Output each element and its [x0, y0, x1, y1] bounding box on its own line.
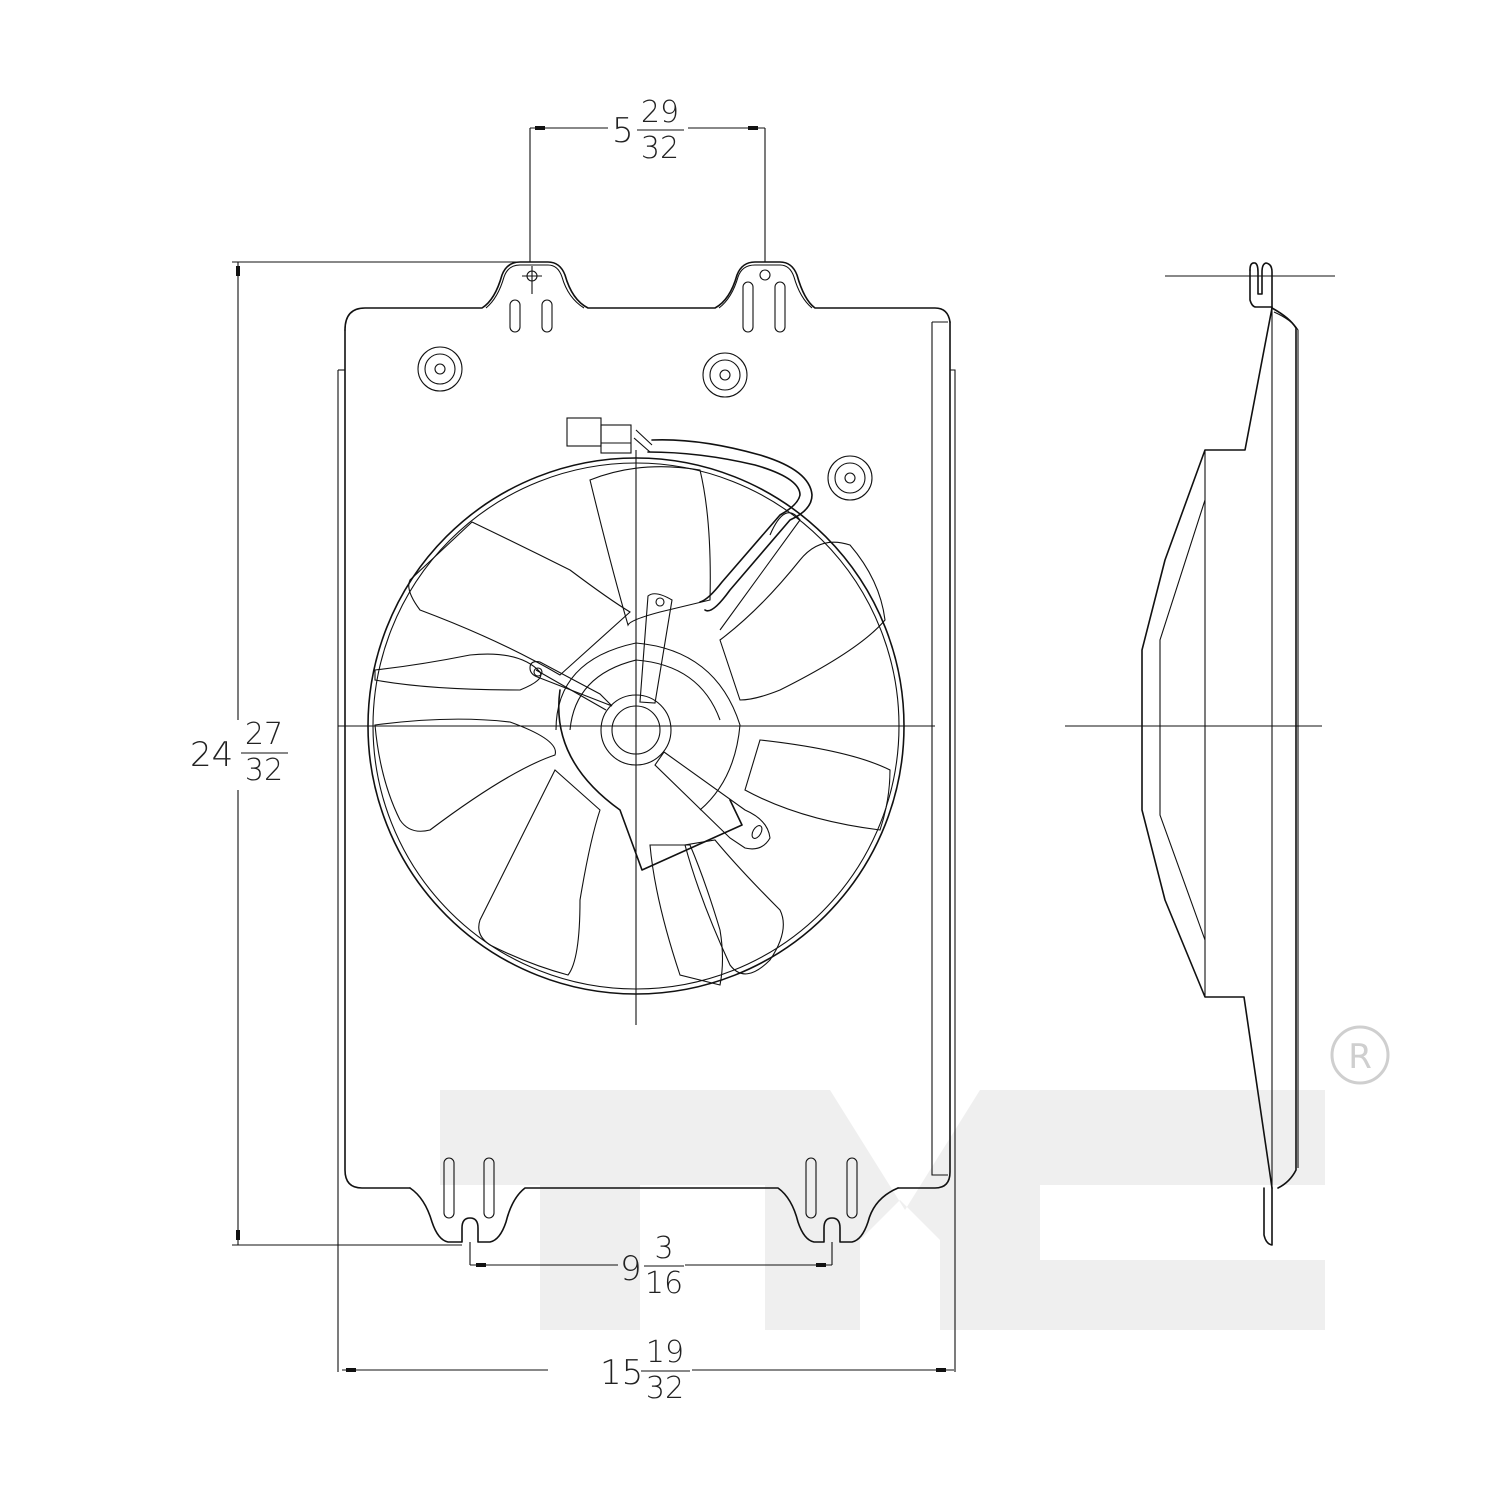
dimension-denominator: 32 — [245, 753, 283, 788]
dimension-numerator: 29 — [641, 95, 679, 130]
mounting-boss-1 — [417, 346, 463, 392]
dimension-bottom-mount-spacing: 9 3 16 — [469, 1231, 833, 1301]
shroud-front-view — [337, 261, 956, 1370]
dimension-whole: 9 — [620, 1249, 642, 1289]
dimension-numerator: 19 — [646, 1335, 684, 1370]
dimension-numerator: 27 — [245, 717, 283, 752]
dimension-overall-width: 15 19 32 — [337, 1335, 956, 1406]
front-view-centerlines — [338, 450, 935, 1025]
electrical-connector — [566, 417, 813, 612]
dimension-numerator: 3 — [654, 1231, 673, 1266]
fan-blades — [374, 466, 891, 986]
mounting-boss-2 — [702, 352, 748, 398]
mounting-boss-3 — [827, 455, 873, 501]
dimension-denominator: 16 — [645, 1266, 683, 1301]
dimension-whole: 5 — [612, 111, 634, 151]
motor-bracket-arms — [529, 593, 771, 850]
dimension-top-mount-spacing: 5 29 32 — [529, 95, 766, 262]
dimension-whole: 15 — [600, 1353, 643, 1393]
side-view-profile — [1065, 262, 1335, 1246]
registered-trademark-icon: R — [1330, 1025, 1390, 1085]
tyc-watermark-logo — [440, 1090, 1325, 1330]
dimension-whole: 24 — [190, 735, 233, 775]
dimension-denominator: 32 — [646, 1371, 684, 1406]
registered-mark-text: R — [1348, 1037, 1372, 1077]
motor-hub — [555, 642, 743, 871]
dimension-denominator: 32 — [641, 131, 679, 166]
dimension-overall-height: 24 27 32 — [190, 261, 520, 1246]
